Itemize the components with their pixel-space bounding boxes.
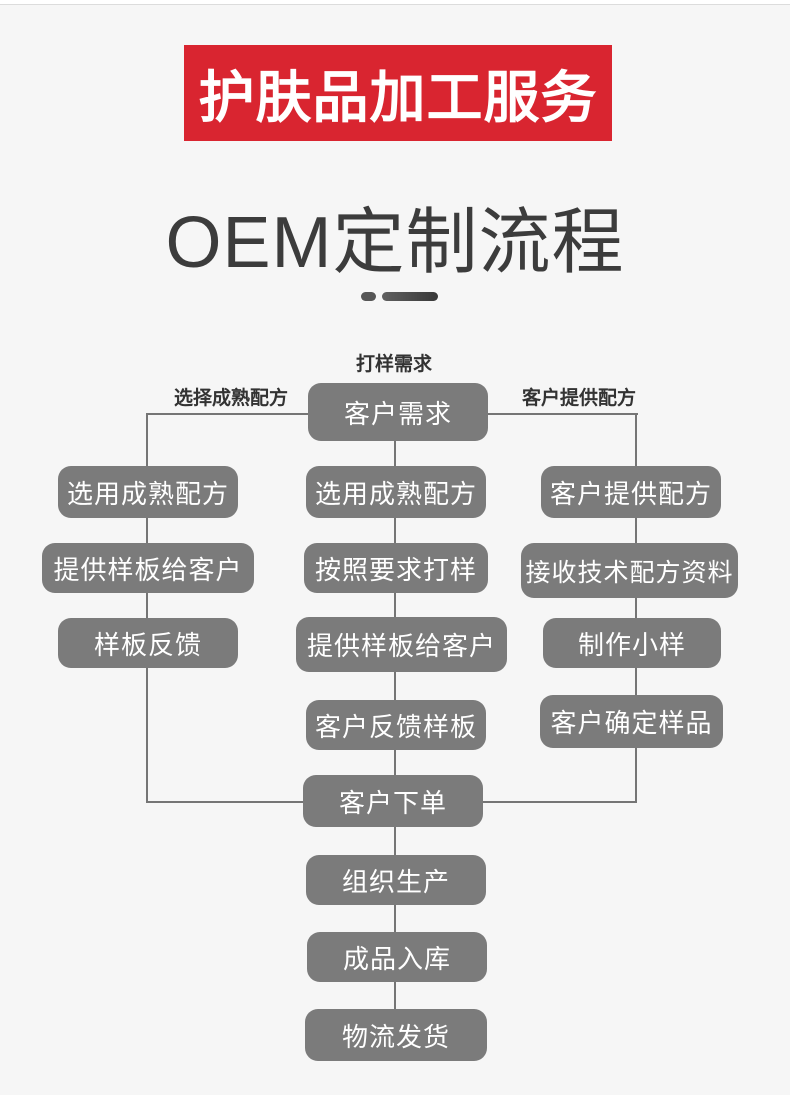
node-left-sample-feedback: 样板反馈 [58, 618, 238, 668]
top-strip [0, 0, 790, 5]
node-center-select-mature-formula: 选用成熟配方 [306, 466, 486, 518]
node-right-customer-provides-formula: 客户提供配方 [541, 466, 721, 518]
connector-merge-2-3 [394, 905, 396, 932]
connector-left-to-merge-down [146, 668, 148, 802]
node-customer-order: 客户下单 [303, 775, 483, 827]
node-customer-demand: 客户需求 [308, 383, 488, 441]
label-sample-demand: 打样需求 [355, 354, 432, 375]
node-organize-production: 组织生产 [306, 855, 486, 905]
connector-center-3-4 [394, 672, 396, 700]
connector-right-1-2 [635, 518, 637, 543]
connector-merge-3-4 [394, 982, 396, 1009]
node-center-sample-per-request: 按照要求打样 [304, 543, 488, 593]
connector-root-to-right-horizontal [488, 413, 638, 415]
connector-right-branch-down [635, 413, 637, 467]
connector-right-to-merge-down [635, 748, 637, 803]
node-left-select-mature-formula: 选用成熟配方 [58, 466, 238, 518]
node-logistics-shipping: 物流发货 [305, 1009, 487, 1061]
connector-root-to-left-horizontal [147, 413, 308, 415]
divider-dot [361, 292, 376, 301]
connector-left-2-3 [146, 593, 148, 618]
connector-left-to-merge-horizontal [146, 801, 304, 803]
label-customer-provides-formula: 客户提供配方 [521, 388, 636, 409]
banner-title: 护肤品加工服务 [198, 65, 598, 129]
page-title: OEM定制流程 [165, 203, 625, 283]
node-right-make-small-sample: 制作小样 [543, 618, 721, 668]
connector-right-2-3 [635, 598, 637, 618]
divider-bar [382, 292, 438, 301]
node-finished-goods-warehousing: 成品入库 [307, 932, 487, 982]
connector-center-2-3 [394, 593, 396, 617]
title-divider [361, 292, 438, 301]
node-center-provide-sample-to-customer: 提供样板给客户 [296, 617, 507, 672]
connector-right-to-merge-horizontal [483, 801, 637, 803]
connector-left-branch-down [146, 413, 148, 466]
connector-left-1-2 [146, 518, 148, 543]
connector-right-3-4 [635, 668, 637, 695]
connector-root-down [394, 441, 396, 466]
node-right-receive-technical-formula-data: 接收技术配方资料 [521, 543, 738, 598]
connector-merge-1-2 [394, 827, 396, 855]
connector-center-to-order [394, 750, 396, 775]
banner: 护肤品加工服务 [184, 45, 612, 141]
node-center-customer-feedback-sample: 客户反馈样板 [306, 700, 486, 750]
connector-center-1-2 [394, 518, 396, 543]
label-choose-mature-formula: 选择成熟配方 [173, 388, 288, 409]
node-right-customer-confirms-sample: 客户确定样品 [540, 695, 723, 748]
node-left-provide-sample-to-customer: 提供样板给客户 [42, 543, 254, 593]
